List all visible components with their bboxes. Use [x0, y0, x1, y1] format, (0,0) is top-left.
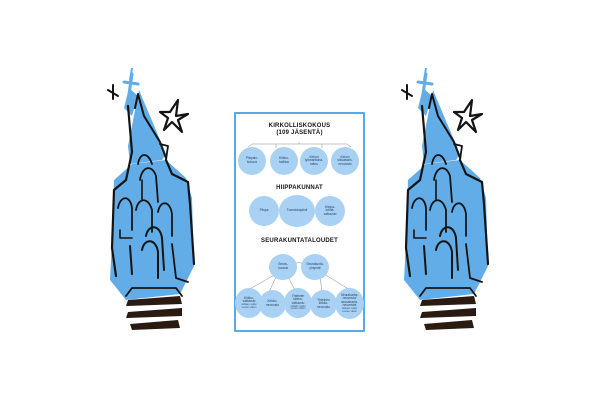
- church-illustration-left: [102, 67, 206, 334]
- node-seurakuntaneuvosto: Seurakunta-neuvosto/seurakunta-neuvostot…: [335, 288, 364, 319]
- node-tuomiokapituli: Tuomiokapituli: [279, 195, 315, 227]
- node-seurakunnat: Seura-kunnat: [269, 254, 297, 280]
- node-kirkkoneuvosto: Kirkko-neuvosto: [259, 290, 286, 318]
- node-piispa: Piispa: [249, 196, 279, 226]
- section-title-hiippakunnat: HIIPPAKUNNAT: [276, 185, 323, 191]
- node-seurakuntayhtymat: Seurakunta-yhtymät: [301, 254, 329, 280]
- church-illustration-right: [396, 67, 500, 334]
- node-piispainkokous: Piispain-kokous: [238, 147, 266, 175]
- org-chart-panel: KIRKOLLISKOKOUS (109 JÄSENTÄ) Piispain-k…: [234, 112, 365, 332]
- node-kirkkohallitus: Kirkko-hallitus: [270, 147, 298, 175]
- section-title-seurakuntataloudet: SEURAKUNTATALOUDET: [261, 238, 338, 244]
- section-title-kirkolliskokous: KIRKOLLISKOKOUS (109 JÄSENTÄ): [268, 123, 331, 136]
- node-hiippakuntavaltuusto: Hiippa-kunta-valtuusto: [315, 196, 345, 226]
